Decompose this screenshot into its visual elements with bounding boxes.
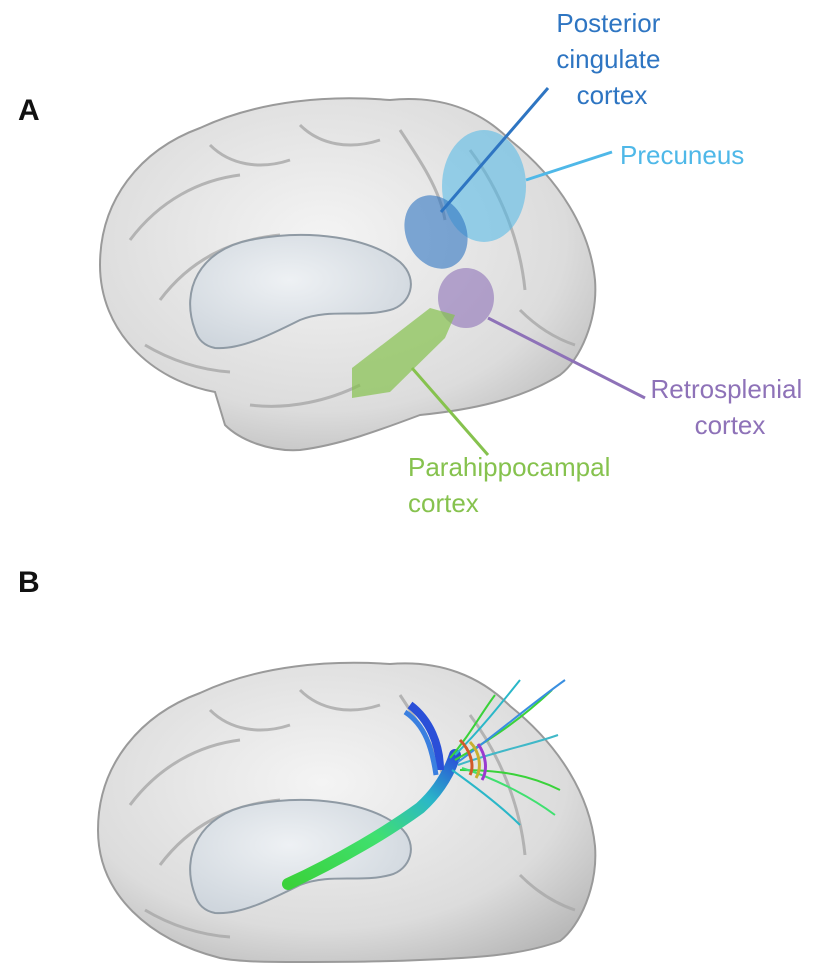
rsc-label: Retrosplenial cortex — [651, 374, 810, 440]
brain-medial-view-a — [100, 98, 595, 450]
precuneus-label: Precuneus — [620, 140, 744, 170]
pcc-label: Posterior cingulate cortex — [556, 8, 667, 110]
panel-letter-a: A — [18, 94, 40, 127]
brain-medial-view-b — [98, 663, 595, 962]
phc-label: Parahippocampal cortex — [408, 452, 618, 518]
panel-letter-b: B — [18, 566, 40, 599]
